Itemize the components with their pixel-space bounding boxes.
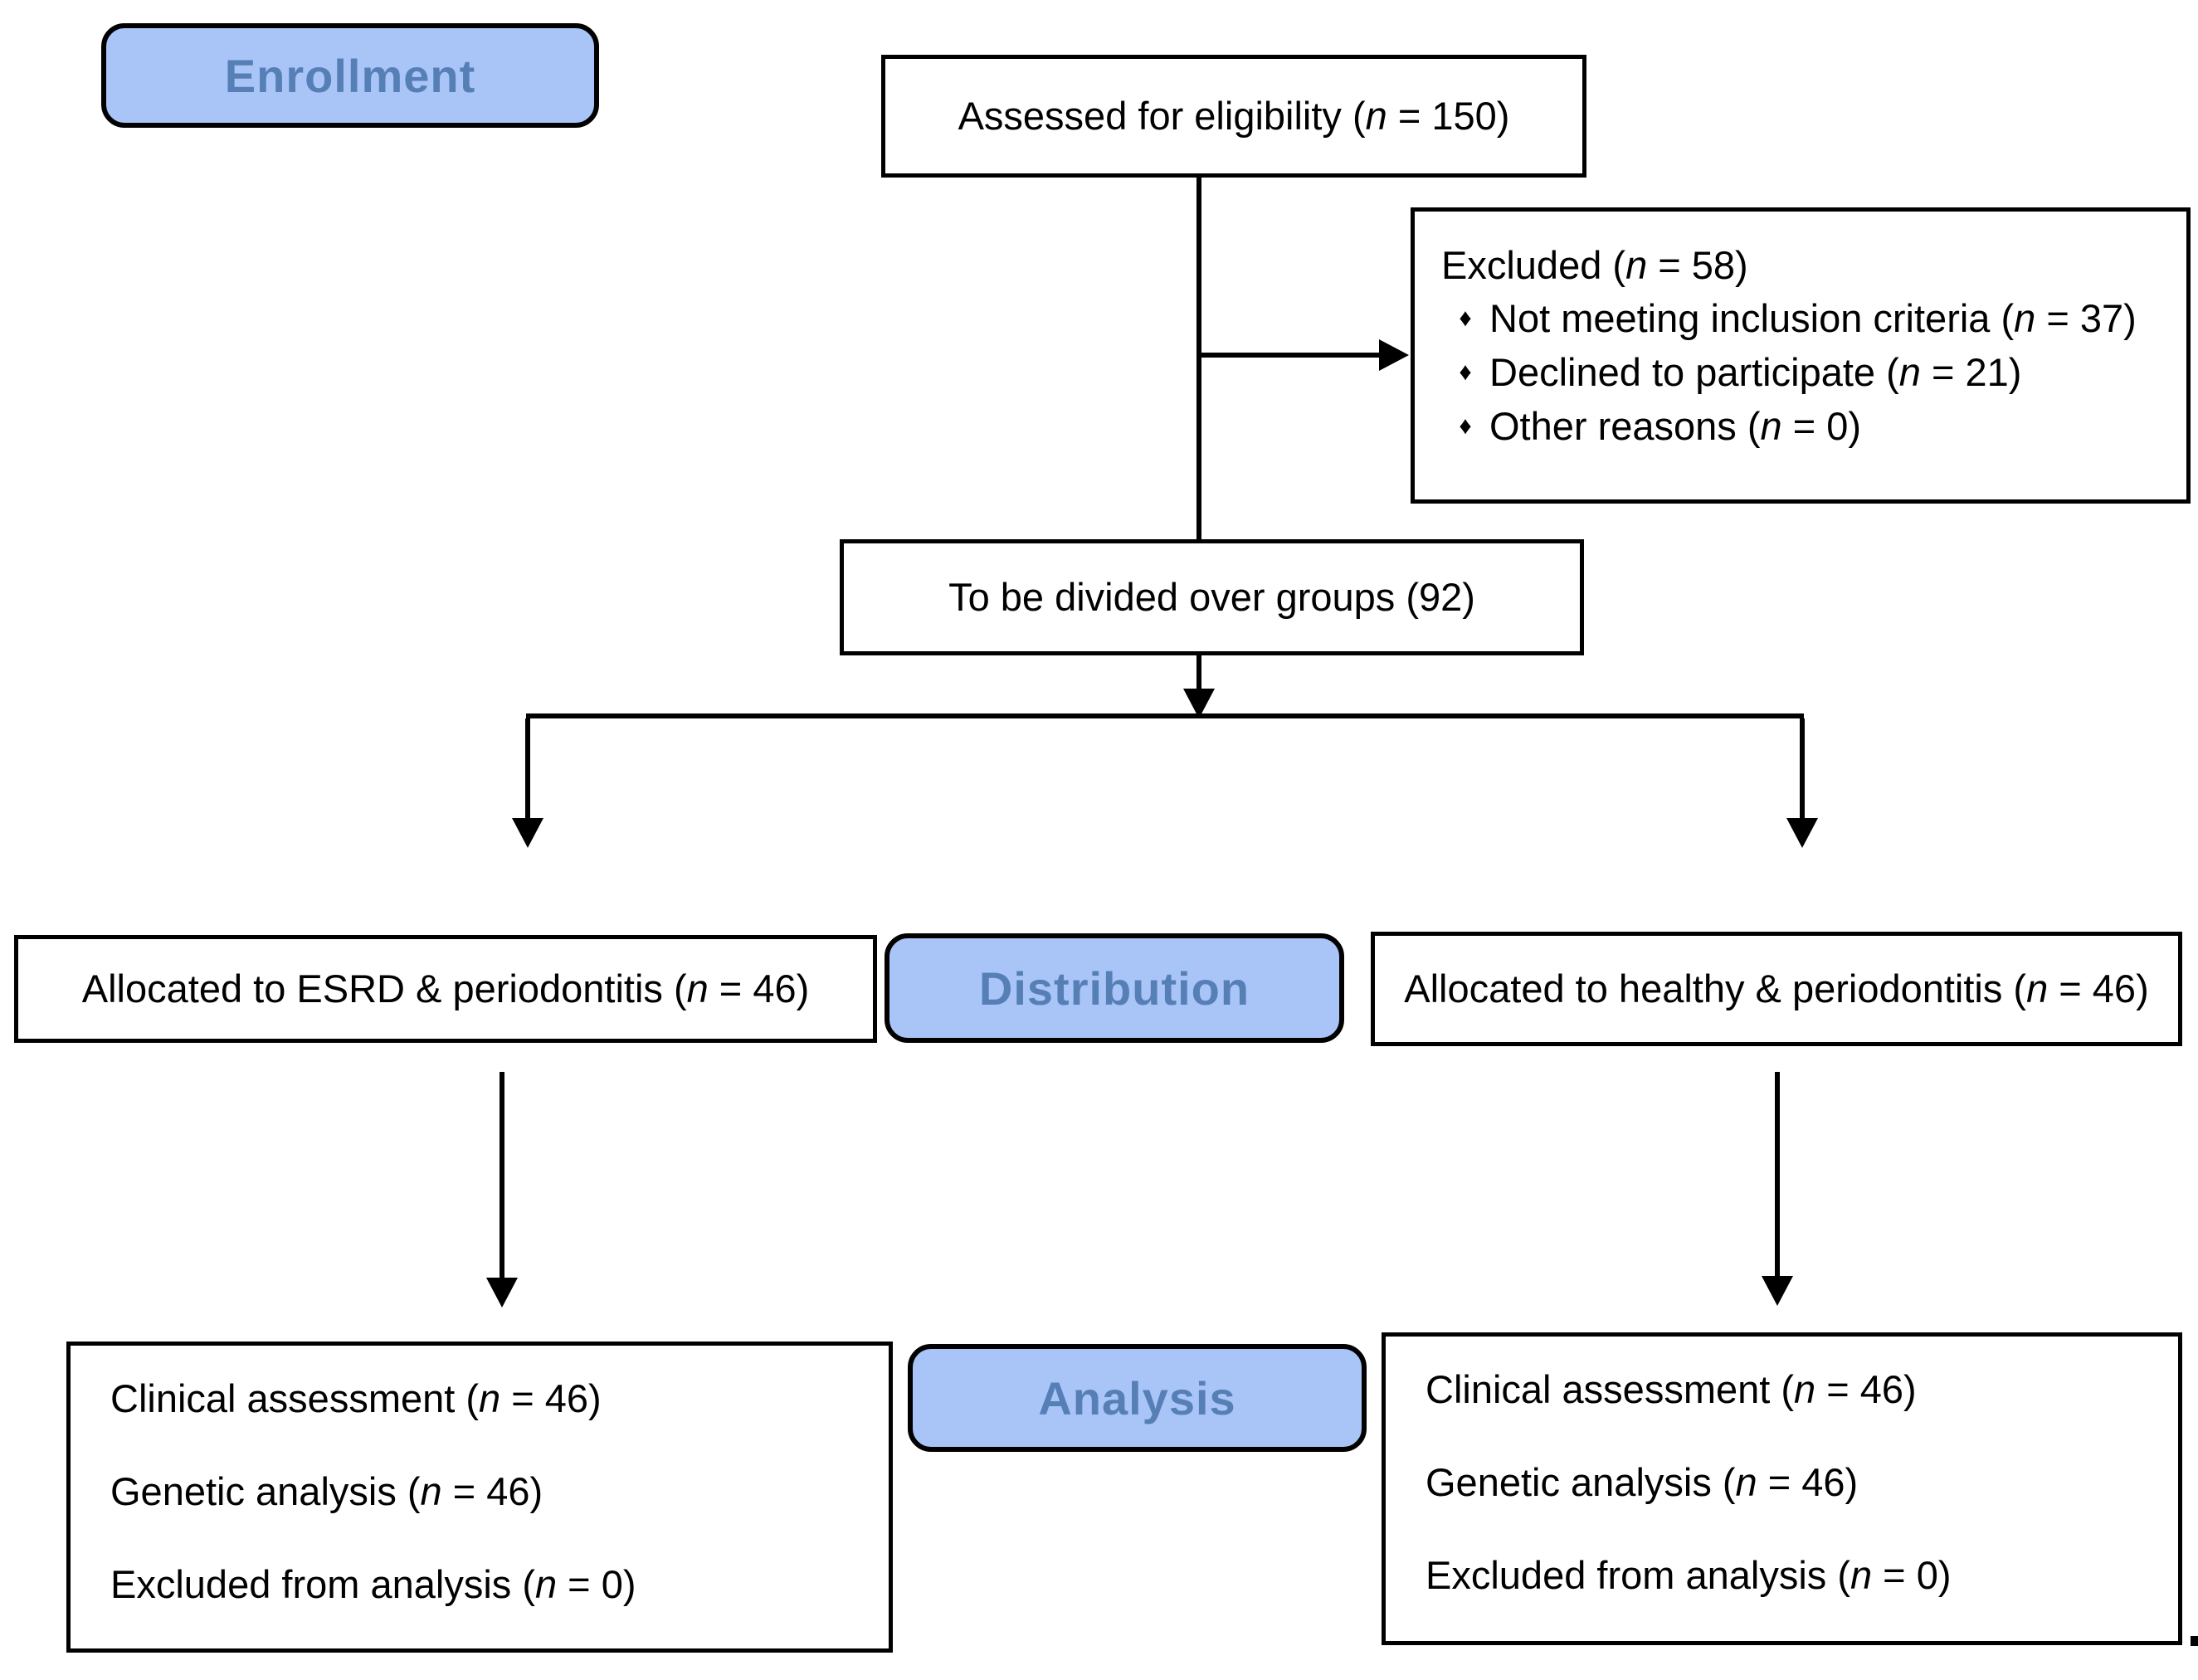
analysis-left-line: Excluded from analysis (n = 0): [110, 1538, 872, 1631]
split-horizontal-line: [526, 713, 1804, 718]
stage-label-analysis: Analysis: [908, 1344, 1367, 1452]
connector-split-to-right-group: [1800, 718, 1805, 820]
figure-edge-mark: [2191, 1636, 2198, 1646]
stage-label-distribution-text: Distribution: [978, 962, 1250, 1015]
analysis-left-line: Genetic analysis (n = 46): [110, 1445, 872, 1538]
connector-right-group-to-analysis: [1775, 1072, 1780, 1276]
box-excluded: Excluded (n = 58) ♦ Not meeting inclusio…: [1411, 207, 2191, 504]
excluded-item-row: ♦ Declined to participate (n = 21): [1441, 345, 2170, 399]
box-allocated-healthy: Allocated to healthy & periodontitis (n …: [1371, 932, 2182, 1046]
analysis-right-line-text: Clinical assessment (n = 46): [1426, 1366, 1917, 1411]
analysis-right-line-text: Genetic analysis (n = 46): [1426, 1459, 1859, 1504]
analysis-right-line: Clinical assessment (n = 46): [1426, 1343, 2161, 1436]
excluded-item-row: ♦ Not meeting inclusion criteria (n = 37…: [1441, 291, 2170, 345]
excluded-item-row: ♦ Other reasons (n = 0): [1441, 399, 2170, 453]
connector-split-to-left-group: [525, 718, 530, 820]
allocated-healthy-text: Allocated to healthy & periodontitis (n …: [1404, 966, 2149, 1010]
assessed-text: Assessed for eligibility (n = 150): [958, 93, 1510, 138]
arrowhead-to-right-group: [1786, 818, 1818, 848]
analysis-left-line-text: Clinical assessment (n = 46): [110, 1376, 602, 1420]
box-analysis-left: Clinical assessment (n = 46) Genetic ana…: [66, 1342, 893, 1653]
excluded-item-text: Not meeting inclusion criteria (n = 37): [1489, 296, 2137, 340]
analysis-left-line: Clinical assessment (n = 46): [110, 1352, 872, 1445]
connector-divided-to-split: [1196, 655, 1201, 692]
excluded-title: Excluded (n = 58): [1441, 243, 1748, 287]
allocated-esrd-text: Allocated to ESRD & periodontitis (n = 4…: [81, 966, 810, 1010]
divided-text: To be divided over groups (92): [948, 574, 1475, 619]
arrowhead-into-excluded: [1379, 339, 1409, 371]
stage-label-distribution: Distribution: [885, 933, 1344, 1043]
diamond-bullet-icon: ♦: [1459, 358, 1472, 386]
excluded-item-text: Declined to participate (n = 21): [1489, 350, 2022, 394]
arrowhead-to-right-analysis: [1762, 1276, 1793, 1306]
connector-left-group-to-analysis: [500, 1072, 504, 1278]
analysis-right-line: Genetic analysis (n = 46): [1426, 1436, 2161, 1529]
analysis-right-line: Excluded from analysis (n = 0): [1426, 1529, 2161, 1622]
box-to-be-divided: To be divided over groups (92): [840, 539, 1584, 655]
analysis-left-line-text: Genetic analysis (n = 46): [110, 1468, 543, 1513]
diamond-bullet-icon: ♦: [1459, 304, 1472, 332]
analysis-right-line-text: Excluded from analysis (n = 0): [1426, 1552, 1952, 1597]
box-allocated-esrd: Allocated to ESRD & periodontitis (n = 4…: [14, 935, 877, 1043]
box-analysis-right: Clinical assessment (n = 46) Genetic ana…: [1382, 1332, 2182, 1645]
arrowhead-to-left-group: [512, 818, 543, 848]
stage-label-analysis-text: Analysis: [1038, 1371, 1236, 1424]
box-assessed-for-eligibility: Assessed for eligibility (n = 150): [881, 55, 1586, 178]
connector-branch-to-excluded: [1199, 353, 1380, 358]
stage-label-enrollment: Enrollment: [101, 23, 599, 128]
arrowhead-to-left-analysis: [486, 1278, 518, 1307]
connector-assessed-to-divided: [1196, 178, 1201, 539]
diamond-bullet-icon: ♦: [1459, 412, 1472, 440]
excluded-item-text: Other reasons (n = 0): [1489, 404, 1862, 448]
analysis-left-line-text: Excluded from analysis (n = 0): [110, 1561, 636, 1606]
stage-label-enrollment-text: Enrollment: [224, 49, 476, 102]
